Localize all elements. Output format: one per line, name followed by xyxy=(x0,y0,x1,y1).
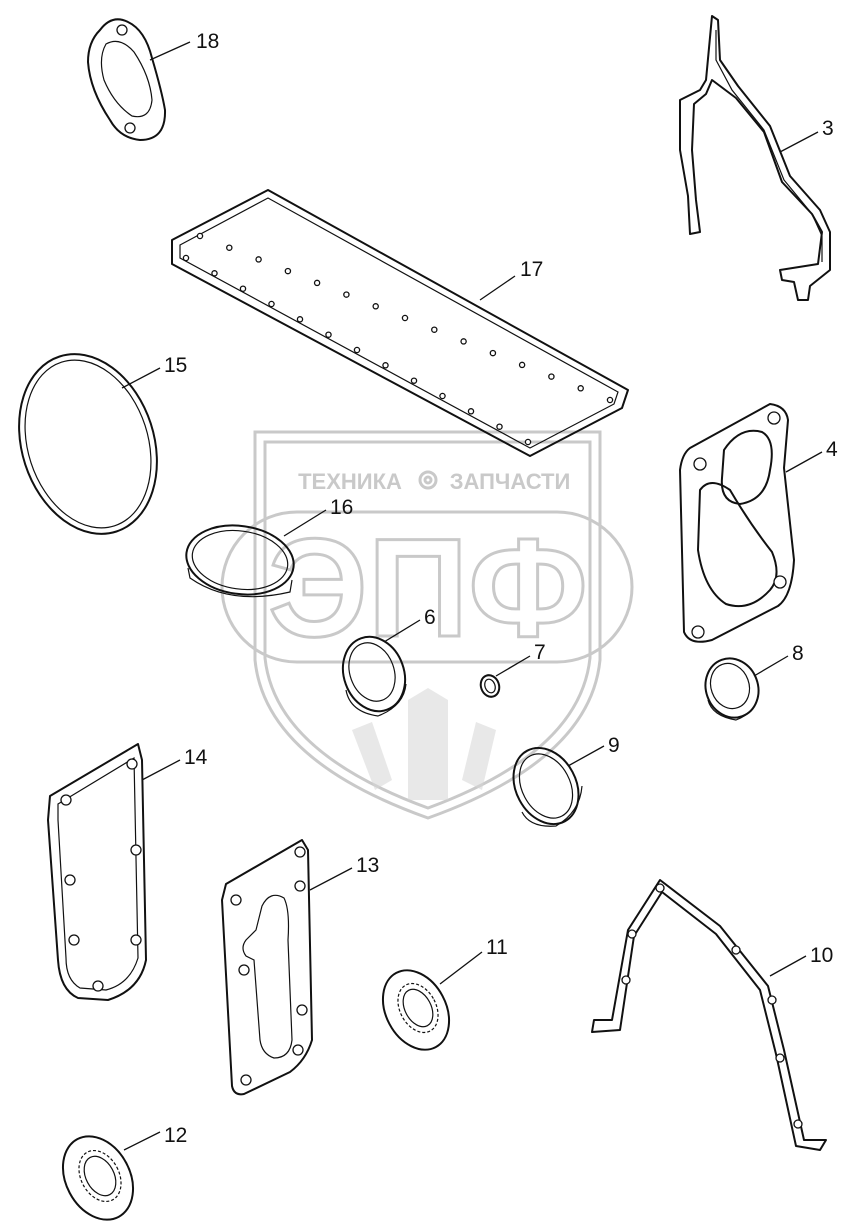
watermark-text-left: ТЕХНИКА xyxy=(298,469,402,494)
bolt-hole xyxy=(353,346,361,354)
bolt-hole xyxy=(255,256,262,263)
callout-4: 4 xyxy=(826,438,838,461)
callout-15: 15 xyxy=(164,354,187,377)
callout-13: 13 xyxy=(356,854,379,877)
callout-7: 7 xyxy=(534,641,546,664)
bolt-hole xyxy=(489,349,497,357)
bolt-hole xyxy=(467,408,475,415)
watermark-shield xyxy=(253,430,602,820)
part-15-large-o-ring xyxy=(18,353,158,535)
bolt-hole xyxy=(496,423,503,430)
watermark-brand-frame xyxy=(220,510,634,664)
callout-6: 6 xyxy=(424,606,436,629)
part-3-front-cover-gasket xyxy=(679,15,831,301)
bolt-hole xyxy=(431,326,438,333)
part-7-small-o-ring xyxy=(479,674,501,698)
bolt-hole xyxy=(296,316,304,323)
part-8-seal xyxy=(704,657,760,721)
part-11-toothed-washer xyxy=(381,969,451,1051)
bolt-hole xyxy=(182,254,190,262)
bolt-hole xyxy=(577,385,584,392)
part-14-cover-gasket xyxy=(47,743,147,1001)
bolt-hole xyxy=(196,232,204,240)
bolt-hole xyxy=(268,300,275,308)
callout-11: 11 xyxy=(486,936,508,959)
watermark: ТЕХНИКА ЗАПЧАСТИ ЭПФ xyxy=(220,430,634,820)
part-12-toothed-washer xyxy=(61,1135,135,1221)
part-17-oil-pan-gasket xyxy=(171,189,629,457)
callout-10: 10 xyxy=(810,944,833,967)
bolt-hole xyxy=(226,244,233,251)
callout-8: 8 xyxy=(792,642,804,665)
bolt-hole xyxy=(382,362,389,369)
watermark-wheat-icon xyxy=(352,688,496,800)
bolt-hole xyxy=(439,392,446,400)
bolt-hole xyxy=(313,279,321,287)
bolt-hole xyxy=(239,285,247,292)
bolt-hole xyxy=(524,438,532,446)
watermark-text-right: ЗАПЧАСТИ xyxy=(450,469,571,494)
watermark-brand: ЭПФ xyxy=(268,509,588,666)
bolt-hole xyxy=(284,267,292,275)
callout-17: 17 xyxy=(520,258,543,281)
callout-14: 14 xyxy=(184,746,208,769)
part-6-seal xyxy=(341,635,407,717)
bolt-hole xyxy=(211,270,218,277)
part-10-rear-cover-gasket xyxy=(591,879,827,1151)
bolt-hole xyxy=(606,396,614,404)
watermark-shield-inner xyxy=(263,440,592,810)
part-16-o-ring xyxy=(185,524,295,598)
bolt-hole xyxy=(372,303,379,310)
bolt-hole xyxy=(401,314,409,322)
part-18-flange-gasket xyxy=(87,18,167,141)
bolt-hole xyxy=(460,338,467,345)
callout-3: 3 xyxy=(822,117,834,140)
part-9-seal xyxy=(512,746,583,827)
bolt-hole xyxy=(548,373,555,380)
bolt-hole xyxy=(325,331,332,338)
part-4-oil-cooler-gasket xyxy=(679,403,795,643)
bolt-hole xyxy=(518,361,526,369)
bolt-hole xyxy=(343,291,350,298)
callout-16: 16 xyxy=(330,496,353,519)
callout-9: 9 xyxy=(608,734,620,757)
callout-18: 18 xyxy=(196,30,219,53)
part-13-plate-gasket xyxy=(221,839,313,1096)
callout-12: 12 xyxy=(164,1124,187,1147)
bolt-hole xyxy=(410,377,418,384)
gear-icon xyxy=(418,470,438,490)
